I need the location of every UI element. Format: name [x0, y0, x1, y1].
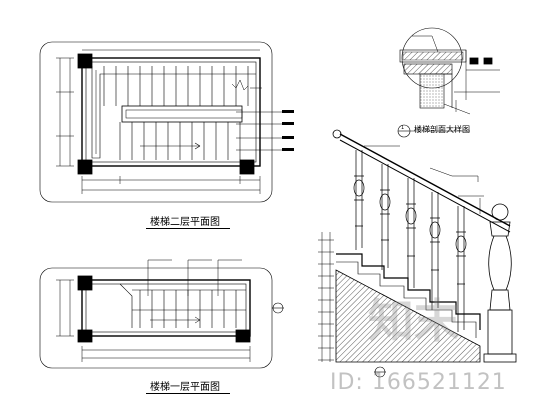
plan-leader-lines — [236, 87, 282, 151]
section-dimensions — [318, 232, 334, 362]
title-second-floor-plan: 楼梯二层平面图 — [150, 217, 220, 228]
detail-marker-number: 1 — [401, 125, 404, 131]
plan-dimensions-bottom — [81, 176, 261, 194]
lower-flight-treads — [119, 122, 241, 160]
section-handrail — [332, 129, 511, 233]
second-floor-plan — [39, 41, 294, 203]
newel-post — [483, 203, 517, 363]
title-section-detail: 楼梯剖面大样图 — [414, 125, 470, 134]
handrail-detail — [397, 27, 500, 138]
watermark-logo: 知末 — [368, 294, 460, 348]
stair-section — [318, 129, 517, 378]
upper-flight-treads — [103, 66, 249, 106]
watermark-id: ID: 166521121 — [330, 370, 507, 395]
first-floor-plan — [39, 259, 284, 369]
first-floor-treads — [139, 290, 237, 328]
plan-dimensions-left — [56, 57, 74, 167]
section-leaders — [364, 145, 484, 214]
section-steps — [335, 253, 481, 363]
title-first-floor-plan: 楼梯一层平面图 — [150, 382, 220, 393]
title-underline-first — [146, 393, 230, 394]
first-plan-leaders — [147, 259, 242, 296]
section-balusters — [353, 150, 467, 332]
title-underline-second — [146, 228, 230, 229]
detail-leaders — [412, 35, 500, 115]
